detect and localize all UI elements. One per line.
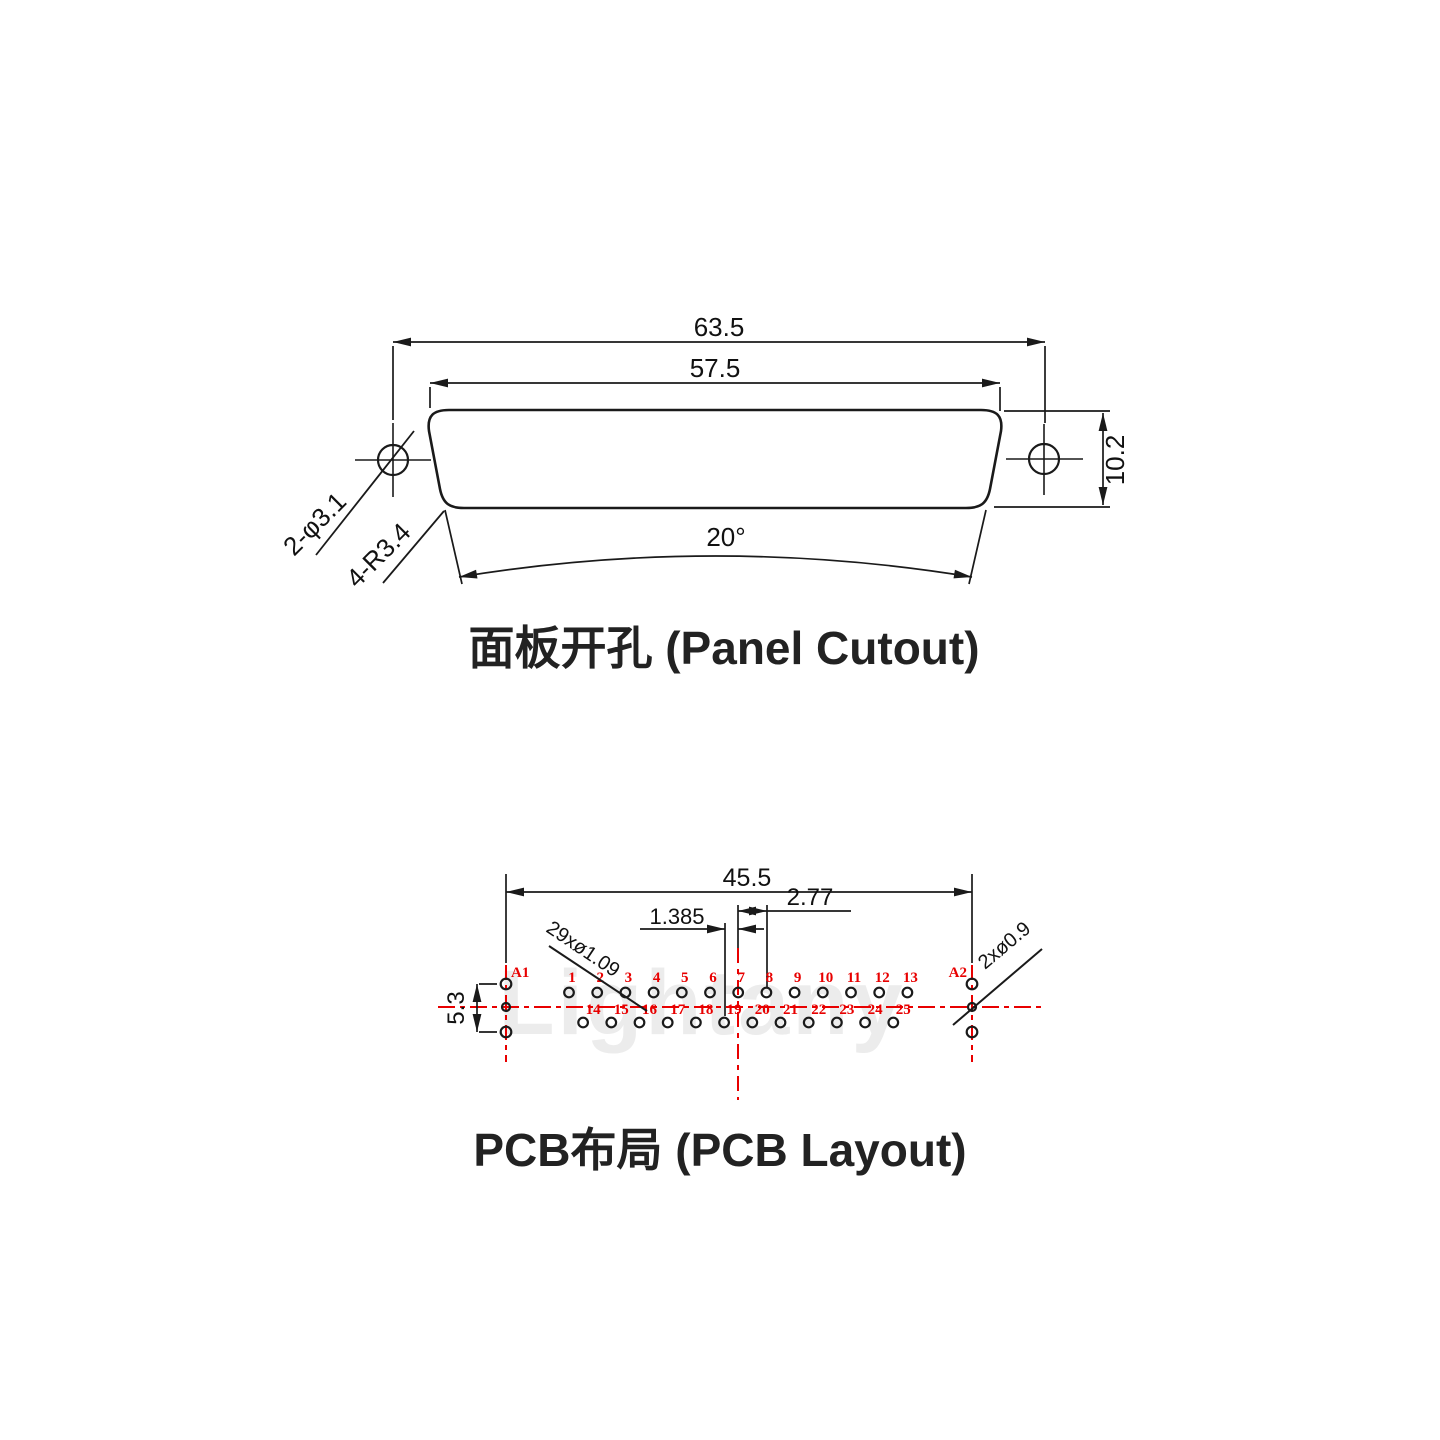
right-mount-hole: [1006, 424, 1083, 495]
dim-row-offset-text: 1.385: [649, 904, 704, 929]
pin-number-label: 23: [839, 1002, 854, 1018]
pin-number-label: 4: [653, 970, 661, 986]
corner-radius-leader: [382, 510, 445, 584]
coax-holes-label: 2xø0.9: [974, 918, 1035, 974]
dim-coax-span-text: 5.3: [443, 991, 470, 1024]
pin-number-label: 17: [670, 1002, 686, 1018]
pin-hole: [816, 986, 829, 999]
dim-mount-span-text: 45.5: [723, 864, 772, 892]
a2-label: A2: [949, 965, 967, 981]
pin-number-label: 18: [698, 1002, 713, 1018]
pin-number-label: 8: [766, 970, 774, 986]
a2-coax-holes: [965, 977, 979, 1039]
pin-hole: [859, 1016, 871, 1029]
pin-hole: [718, 1016, 730, 1029]
pin-hole: [633, 1016, 646, 1029]
pin-number-label: 14: [586, 1002, 602, 1018]
dim-outer-width-text: 63.5: [694, 312, 745, 342]
pin-hole: [591, 986, 604, 999]
a1-label: A1: [511, 965, 529, 981]
pin-hole: [901, 986, 914, 999]
pin-hole: [690, 1016, 702, 1029]
pin-number-label: 22: [811, 1002, 826, 1018]
dimension-height: [994, 410, 1110, 508]
a1-coax-holes: [499, 977, 513, 1039]
pin-number-label: 7: [737, 970, 745, 986]
pin-number-label: 24: [868, 1002, 884, 1018]
panel-cutout-outline: [427, 408, 1003, 510]
pin-number-label: 19: [727, 1002, 742, 1018]
pin-number-label: 1: [568, 970, 576, 986]
pin-hole: [788, 986, 801, 999]
pin-hole: [704, 986, 716, 999]
coax-holes-leader: [952, 948, 1043, 1026]
pin-hole: [647, 986, 660, 999]
centerlines: [438, 948, 1042, 1100]
pin-number-label: 11: [847, 970, 861, 986]
pin-hole: [831, 1016, 843, 1029]
pin-number-label: 20: [755, 1002, 770, 1018]
pin-number-label: 3: [625, 970, 633, 986]
pin-hole: [732, 986, 745, 999]
angle-dimension: [444, 509, 987, 585]
bottom-row-pins: 14 15 16 17 18 19 20 21 22 23 24 25: [577, 1002, 911, 1029]
pin-hole: [661, 1016, 674, 1029]
pin-number-label: 13: [903, 970, 918, 986]
signal-holes-leader: [548, 945, 648, 1012]
pin-hole: [845, 986, 857, 999]
pin-hole: [873, 986, 886, 999]
pin-hole: [563, 986, 575, 999]
pin-number-label: 2: [596, 970, 604, 986]
pin-hole: [577, 1016, 589, 1029]
dim-cutout-width-text: 57.5: [690, 353, 741, 383]
panel-cutout-drawing: [315, 337, 1110, 585]
dim-angle-text: 20°: [706, 522, 745, 552]
watermark-text: Lightany: [498, 952, 905, 1054]
pin-number-label: 5: [681, 970, 689, 986]
pin-number-label: 10: [818, 970, 833, 986]
pin-number-label: 25: [896, 1002, 911, 1018]
pin-number-label: 16: [642, 1002, 658, 1018]
panel-cutout-title: 面板开孔 (Panel Cutout): [468, 622, 979, 674]
pin-number-label: 21: [783, 1002, 798, 1018]
dimension-coax-span: [472, 983, 497, 1033]
pin-number-label: 12: [875, 970, 890, 986]
mount-hole-leader: [315, 430, 415, 556]
pin-hole: [802, 1016, 815, 1029]
pcb-layout-title: PCB布局 (PCB Layout): [473, 1124, 966, 1176]
pin-hole: [774, 1016, 787, 1029]
dim-height-text: 10.2: [1100, 435, 1130, 486]
pin-hole: [605, 1016, 618, 1029]
pin-hole: [746, 1016, 759, 1029]
pin-hole: [760, 986, 773, 999]
pin-number-label: 9: [794, 970, 802, 986]
corner-radius-label: 4-R3.4: [340, 517, 416, 593]
pin-hole: [675, 986, 688, 999]
dimension-cutout-width: [429, 378, 1001, 411]
pin-hole: [887, 1016, 900, 1029]
left-mount-hole: [355, 423, 431, 497]
dim-pin-pitch-text: 2.77: [787, 884, 834, 911]
pin-number-label: 6: [709, 970, 717, 986]
pin-number-label: 15: [614, 1002, 629, 1018]
